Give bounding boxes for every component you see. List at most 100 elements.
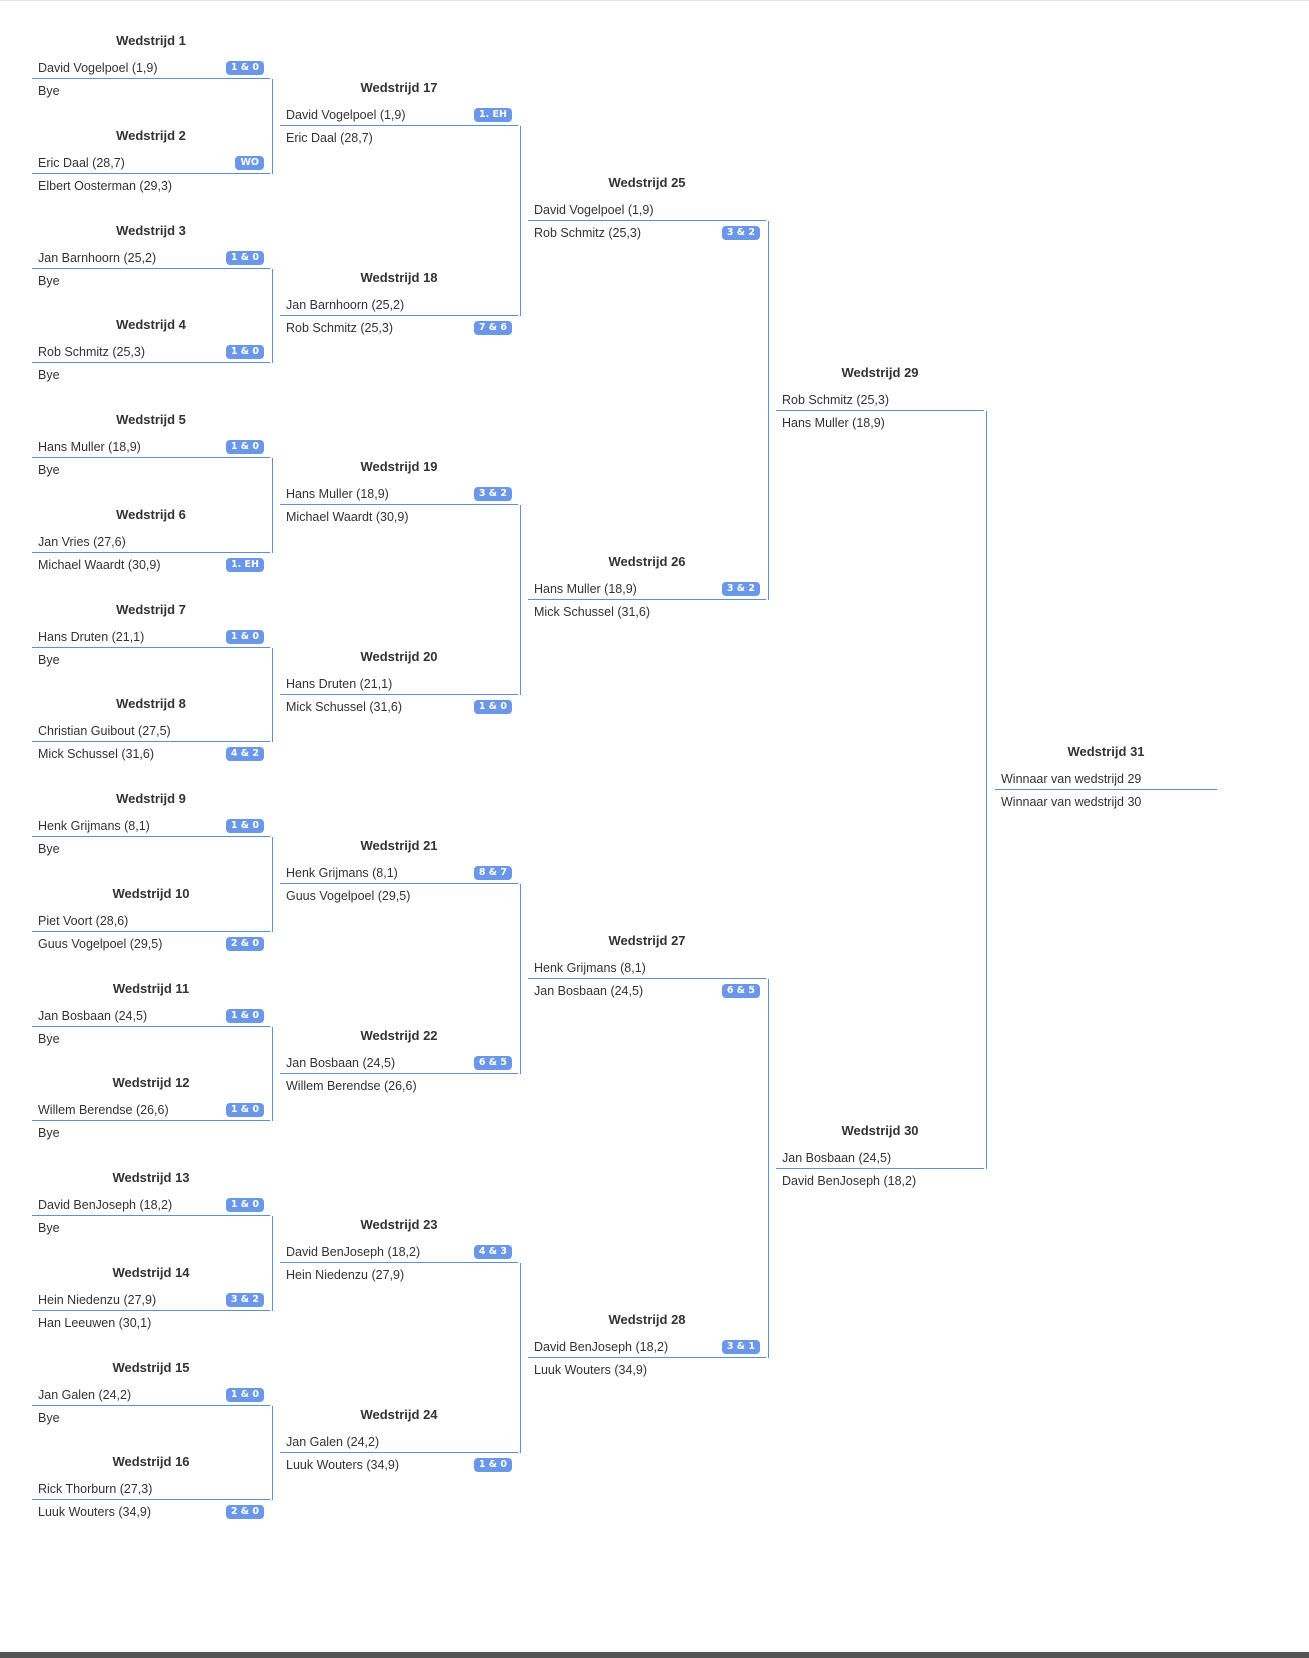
player-bottom[interactable]: Bye	[32, 838, 270, 860]
player-bottom[interactable]: Mick Schussel (31,6)4 & 2	[32, 743, 270, 765]
player-top[interactable]: Jan Vries (27,6)	[32, 531, 270, 553]
player-name: Hans Muller (18,9)	[38, 440, 141, 454]
player-top[interactable]: Rick Thorburn (27,3)	[32, 1478, 270, 1501]
player-bottom[interactable]: Eric Daal (28,7)	[280, 127, 518, 149]
player-bottom[interactable]: Michael Waardt (30,9)	[280, 506, 518, 528]
player-top[interactable]: Jan Barnhoorn (25,2)1 & 0	[32, 247, 270, 269]
player-name: Henk Grijmans (8,1)	[38, 819, 150, 833]
player-top[interactable]: Christian Guibout (27,5)	[32, 720, 270, 743]
player-bottom[interactable]: Mick Schussel (31,6)1 & 0	[280, 696, 518, 718]
player-top[interactable]: Hans Muller (18,9)3 & 2	[528, 578, 766, 601]
player-top[interactable]: Eric Daal (28,7)WO	[32, 152, 270, 174]
player-top[interactable]: Henk Grijmans (8,1)1 & 0	[32, 815, 270, 837]
player-top[interactable]: David Vogelpoel (1,9)	[528, 199, 766, 222]
player-bottom[interactable]: Bye	[32, 1028, 270, 1050]
player-bottom[interactable]: Willem Berendse (26,6)	[280, 1075, 518, 1097]
player-bottom[interactable]: Bye	[32, 270, 270, 292]
player-bottom[interactable]: Luuk Wouters (34,9)	[528, 1359, 766, 1381]
player-name: Bye	[38, 463, 60, 477]
player-bottom[interactable]: Luuk Wouters (34,9)1 & 0	[280, 1454, 518, 1476]
player-bottom[interactable]: Winnaar van wedstrijd 30	[995, 791, 1217, 813]
player-bottom[interactable]: Guus Vogelpoel (29,5)2 & 0	[32, 933, 270, 955]
player-bottom[interactable]: Rob Schmitz (25,3)3 & 2	[528, 222, 766, 244]
bracket-connector	[272, 1216, 273, 1311]
player-bottom[interactable]: Luuk Wouters (34,9)2 & 0	[32, 1501, 270, 1523]
player-bottom[interactable]: Jan Bosbaan (24,5)6 & 5	[528, 980, 766, 1002]
player-top[interactable]: David BenJoseph (18,2)1 & 0	[32, 1194, 270, 1216]
player-top[interactable]: David BenJoseph (18,2)4 & 3	[280, 1241, 518, 1264]
player-bottom[interactable]: Bye	[32, 80, 270, 102]
player-top[interactable]: Jan Bosbaan (24,5)6 & 5	[280, 1052, 518, 1074]
player-top[interactable]: Hans Muller (18,9)1 & 0	[32, 436, 270, 458]
player-top[interactable]: Jan Barnhoorn (25,2)	[280, 294, 518, 316]
player-bottom[interactable]: Bye	[32, 1122, 270, 1144]
player-top[interactable]: Hein Niedenzu (27,9)3 & 2	[32, 1289, 270, 1311]
player-top[interactable]: Rob Schmitz (25,3)1 & 0	[32, 341, 270, 364]
player-top[interactable]: Jan Bosbaan (24,5)	[776, 1147, 984, 1169]
player-bottom[interactable]: Bye	[32, 649, 270, 671]
player-top[interactable]: Winnaar van wedstrijd 29	[995, 768, 1217, 790]
player-top[interactable]: Hans Muller (18,9)3 & 2	[280, 483, 518, 506]
player-top[interactable]: Hans Druten (21,1)1 & 0	[32, 626, 270, 648]
bracket-connector	[520, 1263, 521, 1453]
player-bottom[interactable]: Mick Schussel (31,6)	[528, 601, 766, 623]
player-bottom[interactable]: Bye	[32, 1217, 270, 1239]
player-name: Hans Druten (21,1)	[38, 629, 145, 644]
player-top[interactable]: Willem Berendse (26,6)1 & 0	[32, 1099, 270, 1122]
player-bottom[interactable]: Bye	[32, 459, 270, 481]
player-top[interactable]: Rob Schmitz (25,3)	[776, 389, 984, 411]
player-bottom[interactable]: Hans Muller (18,9)	[776, 412, 984, 434]
player-bottom[interactable]: Bye	[32, 1407, 270, 1429]
player-top[interactable]: Jan Galen (24,2)	[280, 1431, 518, 1453]
player-top[interactable]: David Vogelpoel (1,9)1 & 0	[32, 57, 270, 79]
player-top[interactable]: Henk Grijmans (8,1)8 & 7	[280, 862, 518, 885]
player-bottom[interactable]: David BenJoseph (18,2)	[776, 1170, 984, 1192]
player-bottom[interactable]: Bye	[32, 364, 270, 386]
player-bottom[interactable]: Elbert Oosterman (29,3)	[32, 175, 270, 197]
player-top[interactable]: Jan Galen (24,2)1 & 0	[32, 1384, 270, 1406]
player-bottom[interactable]: Michael Waardt (30,9)1. EH	[32, 554, 270, 576]
player-bottom[interactable]: Han Leeuwen (30,1)	[32, 1312, 270, 1334]
score-badge: 8 & 7	[473, 866, 512, 881]
player-top[interactable]: David BenJoseph (18,2)3 & 1	[528, 1336, 766, 1359]
player-bottom[interactable]: Guus Vogelpoel (29,5)	[280, 885, 518, 907]
player-bottom[interactable]: Hein Niedenzu (27,9)	[280, 1264, 518, 1286]
player-top[interactable]: Piet Voort (28,6)	[32, 910, 270, 932]
player-bottom[interactable]: Rob Schmitz (25,3)7 & 6	[280, 317, 518, 339]
player-top[interactable]: Jan Bosbaan (24,5)1 & 0	[32, 1005, 270, 1027]
player-top[interactable]: Henk Grijmans (8,1)	[528, 957, 766, 980]
player-top[interactable]: David Vogelpoel (1,9)1. EH	[280, 104, 518, 127]
player-top[interactable]: Hans Druten (21,1)	[280, 673, 518, 695]
